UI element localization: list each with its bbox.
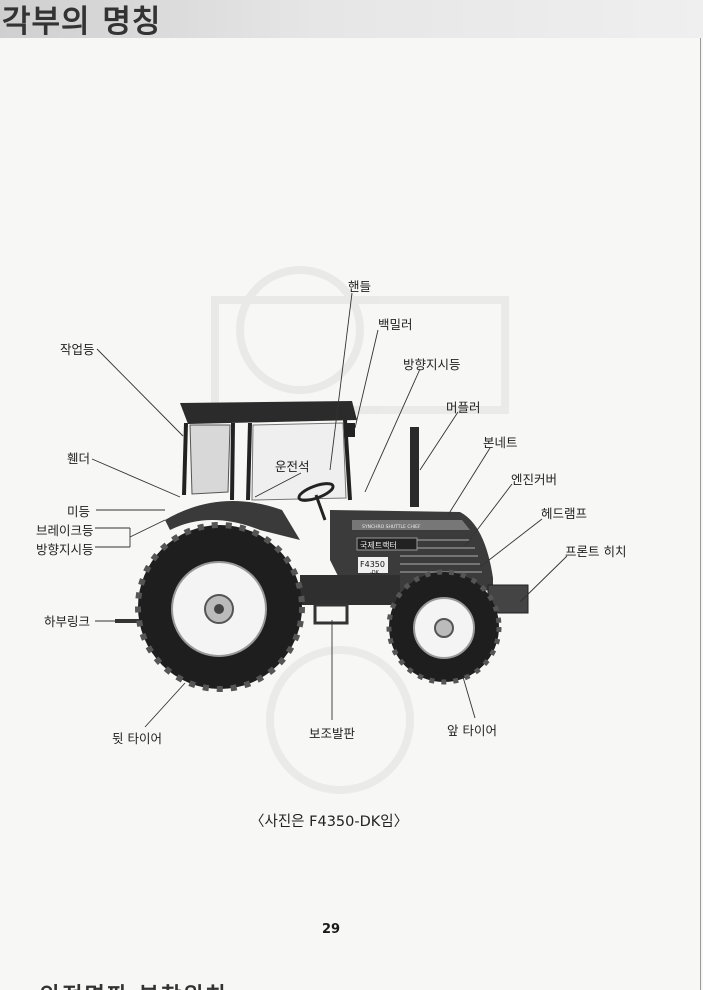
bleed-through-ghost [211,266,509,794]
next-page-heading-bleed: 안전명판 부착위치 [40,978,228,990]
label-fender: 휀더 [67,451,91,466]
label-muffler: 머플러 [446,400,481,415]
label-tail-light: 미등 [67,504,91,519]
label-headlamp: 헤드램프 [541,506,588,521]
decal-brand: 국제트랙터 [360,540,397,550]
label-turn-signal-top: 방향지시등 [403,357,461,372]
label-driver-seat: 운전석 [275,459,310,474]
label-work-light: 작업등 [60,342,95,357]
label-front-hitch: 프론트 히치 [565,544,627,559]
label-handle: 핸들 [348,279,372,294]
leader-lines [91,292,568,728]
label-step: 보조발판 [309,726,356,741]
decal-model-sub: -DK [370,570,380,576]
page-edge-rule [700,38,701,990]
page-title: 각부의 명칭 [2,4,162,40]
label-engine-cover: 엔진커버 [511,472,558,487]
decal-stripe: SYNCHRO SHUTTLE CHIEF [362,524,421,530]
label-turn-signal-side: 방향지시등 [36,542,94,557]
page-number: 29 [322,922,341,937]
tractor-illustration [115,401,529,692]
label-rear-tire: 뒷 타이어 [112,731,162,746]
label-front-tire: 앞 타이어 [447,723,497,738]
label-back-mirror: 백밀러 [378,317,413,332]
label-bonnet: 본네트 [483,435,518,450]
label-lower-link: 하부링크 [44,614,91,629]
photo-caption: 〈사진은 F4350-DK임〉 [250,814,409,830]
page-header: 각부의 명칭 [0,0,703,40]
label-brake-light: 브레이크등 [36,523,94,538]
decal-model: F4350 [360,560,385,569]
